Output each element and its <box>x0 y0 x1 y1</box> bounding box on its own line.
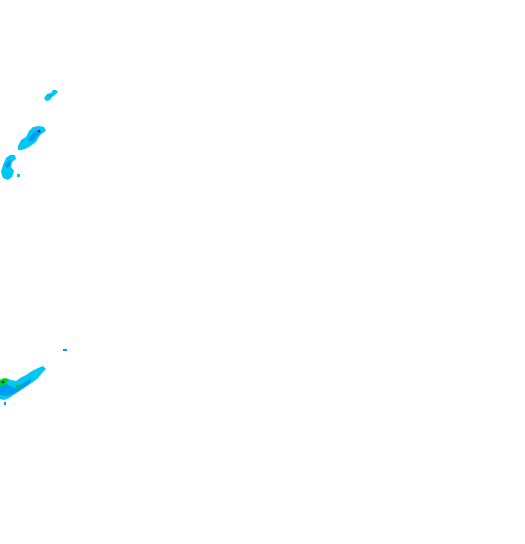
echo-blob <box>0 378 31 396</box>
echo-pixel <box>38 130 40 132</box>
echo-pixel <box>49 95 51 97</box>
echo-cluster-north <box>1 90 58 180</box>
echo-pixel <box>2 381 4 383</box>
echo-pixel <box>63 349 67 351</box>
echo-pixel <box>17 174 20 177</box>
echo-blob <box>28 130 42 142</box>
echo-pixel <box>16 385 19 388</box>
echo-cluster-south <box>0 349 67 405</box>
echo-blob <box>5 160 11 169</box>
echo-blob <box>1 155 16 180</box>
echo-pixel <box>4 402 6 405</box>
